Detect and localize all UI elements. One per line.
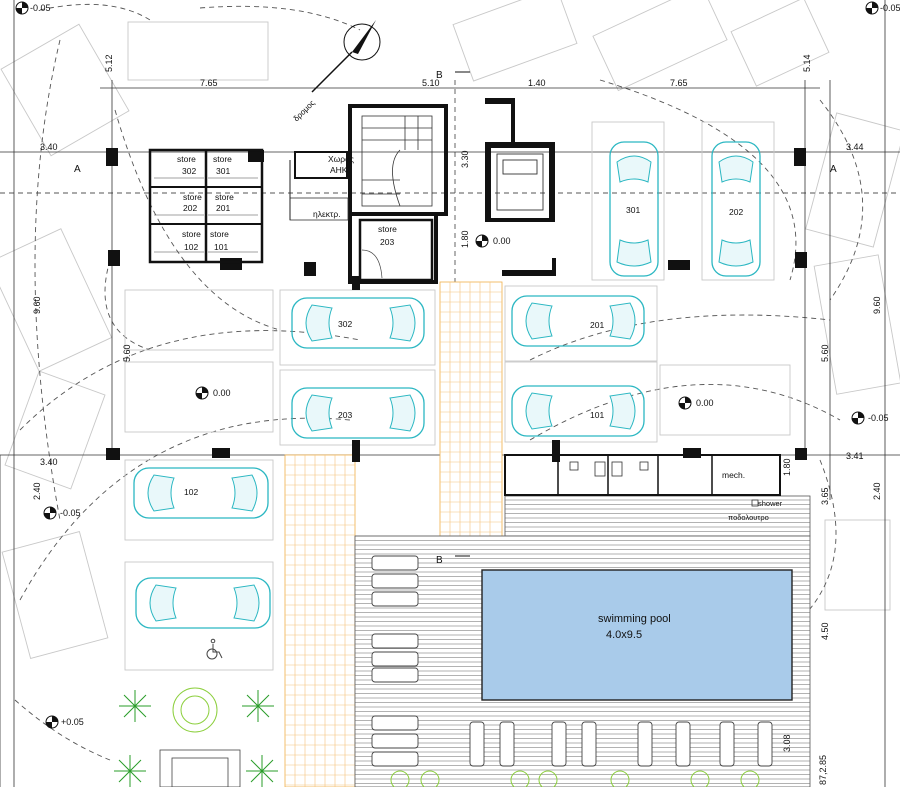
foot-bath-label: ποδολουτρο [728,513,769,522]
store-label: store [182,229,201,239]
utility-label-ahk: ΑΗΚ [330,165,348,175]
dashed-outlines [0,3,900,761]
level-marker: -0.05 [880,3,900,13]
wheelchair-icon [206,638,223,660]
dimension: 9.60 [32,296,42,314]
car-302: 302 [291,297,425,349]
dimension: 5.14 [802,54,812,72]
dimension: 9.60 [872,296,882,314]
dimension: 87,2.85 [818,755,828,785]
mech-label: mech. [722,470,745,480]
dimension: 5.10 [422,78,440,88]
section-a-right: A [830,164,837,175]
car-301: 301 [609,141,659,277]
parking-number: 201 [590,320,604,330]
dimension: 7.65 [200,78,218,88]
car-203: 203 [291,387,425,439]
dimensions: 7.65 5.10 1.40 7.65 5.12 5.14 3.40 3.44 … [32,54,882,785]
store-label: store [215,192,234,202]
level-marker: -0.05 [60,508,81,518]
level-marker: 0.00 [493,236,511,246]
level-marker: 0.00 [696,398,714,408]
dimension: 5.12 [104,54,114,72]
store-203: store 203 [358,218,434,282]
parking-number: 301 [626,205,640,215]
swimming-pool: swimming pool 4.0x9.5 [481,569,793,701]
parking-number: 203 [338,410,352,420]
dimension: 7.65 [670,78,688,88]
dimension: 3.40 [40,457,58,467]
car-201: 201 [511,295,645,347]
store-number: 203 [380,237,394,247]
section-b-top: B [436,70,443,81]
dimension: 2.40 [32,482,42,500]
parking-number: 102 [184,487,198,497]
parking-number: 202 [729,207,743,217]
level-marker: -0.05 [30,3,51,13]
parking-number: 101 [590,410,604,420]
car-accessible [135,577,271,629]
dimension: 3.08 [782,734,792,752]
dimension: 3.65 [820,487,830,505]
road-label: δρομος [292,98,317,123]
electrical-label: ηλεκτρ. [313,209,341,219]
building-walls [106,98,807,462]
store-label: store [213,154,232,164]
staircase [361,115,433,207]
section-a-left: A [74,164,81,175]
store-label: store [177,154,196,164]
store-number: 301 [216,166,230,176]
pool-size: 4.0x9.5 [606,629,642,641]
level-marker: -0.05 [868,413,889,423]
car-101: 101 [511,385,645,437]
dimension: 2.40 [872,482,882,500]
pool-label: swimming pool [598,613,671,625]
dimension: 1.80 [782,458,792,476]
dimension: 4.50 [820,622,830,640]
level-markers: -0.05 -0.05 0.00 0.00 0.00 -0.05 -0.05 +… [15,1,900,729]
store-number: 302 [182,166,196,176]
shower-label: shower [758,499,783,508]
parking-bays [124,121,791,671]
cars: 301 202 302 203 201 [133,141,761,660]
dimension: 3.30 [460,150,470,168]
section-markers: A A B B [74,70,837,566]
background-sketch [0,0,900,660]
utility-room: Χωρος ΑΗΚ ηλεκτρ. [289,151,354,221]
store-number: 102 [184,242,198,252]
store-number: 101 [214,242,228,252]
store-rooms: store 302 store 301 store 202 store 201 … [148,148,264,264]
services-block: mech. shower ποδολουτρο [504,454,783,522]
level-marker: 0.00 [213,388,231,398]
store-number: 202 [183,203,197,213]
dimension: 1.80 [460,230,470,248]
store-label: store [210,229,229,239]
section-b-bottom: B [436,555,443,566]
store-number: 201 [216,203,230,213]
store-label: store [378,224,397,234]
store-label: store [183,192,202,202]
level-marker: +0.05 [61,717,84,727]
dimension: 5.60 [122,344,132,362]
dimension: 3.40 [40,142,58,152]
dimension: 3.41 [846,451,864,461]
sun-loungers [371,555,773,767]
paved-walkway [284,281,503,787]
utility-label: Χωρος [328,154,354,164]
car-102: 102 [133,467,269,519]
dimension: 3.44 [846,142,864,152]
parking-number: 302 [338,319,352,329]
dimension: 5.60 [820,344,830,362]
dimension: 1.40 [528,78,546,88]
lift [496,153,544,211]
car-202: 202 [711,141,761,277]
plants [114,687,760,787]
